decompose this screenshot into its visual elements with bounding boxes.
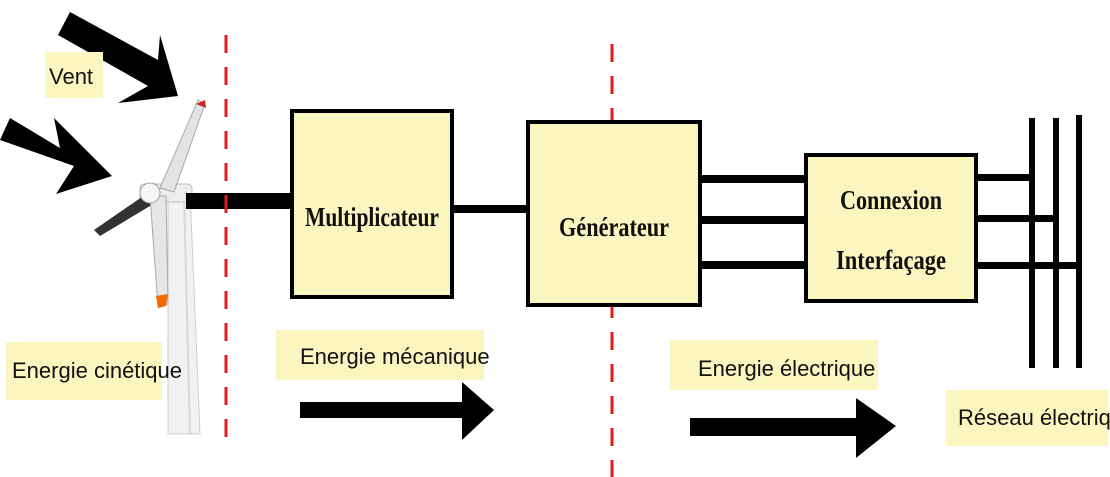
svg-text:Connexion: Connexion <box>840 185 942 215</box>
multiplicateur-block: Multiplicateur <box>290 109 454 299</box>
shaft-line <box>186 193 292 209</box>
arrow-right-icon <box>300 382 494 440</box>
energie-cinetique-label: Energie cinétique <box>6 342 182 400</box>
energie-electrique-label: Energie électrique <box>670 340 878 390</box>
shaft-line <box>452 205 528 213</box>
svg-text:Vent: Vent <box>49 64 93 89</box>
grid-busbar-icon <box>1029 115 1082 368</box>
svg-text:Générateur: Générateur <box>559 212 669 242</box>
svg-text:Energie mécanique: Energie mécanique <box>300 344 490 369</box>
svg-text:Energie électrique: Energie électrique <box>698 356 875 381</box>
arrow-right-icon <box>690 398 896 458</box>
reseau-electrique-label: Réseau électrique <box>946 390 1110 446</box>
energie-mecanique-label: Energie mécanique <box>276 330 490 380</box>
svg-text:Multiplicateur: Multiplicateur <box>305 202 439 232</box>
wind-arrow-icon <box>0 118 112 194</box>
connexion-interfacage-block: Connexion Interfaçage <box>804 153 978 303</box>
generateur-block: Générateur <box>526 120 702 307</box>
vent-label: Vent <box>45 52 103 98</box>
wind-arrow-icon <box>58 12 178 103</box>
wind-turbine-icon <box>94 99 206 435</box>
svg-text:Interfaçage: Interfaçage <box>836 245 946 275</box>
svg-text:Energie cinétique: Energie cinétique <box>12 358 182 383</box>
three-phase-lines <box>700 175 806 269</box>
svg-text:Réseau électrique: Réseau électrique <box>958 405 1110 430</box>
